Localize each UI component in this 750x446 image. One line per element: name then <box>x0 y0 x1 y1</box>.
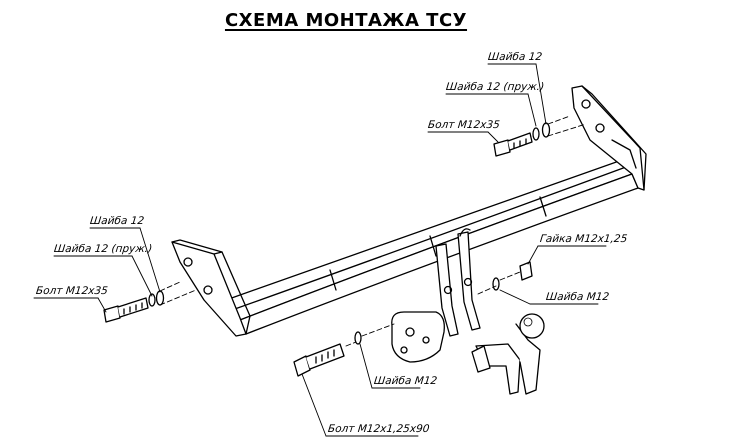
cross-beam <box>225 159 639 335</box>
label-washer-m12-bottom: Шайба М12 <box>373 375 438 387</box>
label-washer-m12-right: Шайба М12 <box>545 291 610 303</box>
label-bolt-m12x35-left: Болт М12х35 <box>35 285 109 297</box>
tow-ball <box>471 313 545 395</box>
left-bracket <box>171 239 251 337</box>
leader-lines <box>33 63 607 437</box>
label-bolt-m12x35-right: Болт М12х35 <box>427 119 501 131</box>
label-spring-washer-left: Шайба 12 (пруж.) <box>53 243 153 255</box>
label-nut-m12x125: Гайка М12х1,25 <box>539 233 628 245</box>
label-spring-washer-right: Шайба 12 (пруж.) <box>445 81 545 93</box>
label-washer-12-left: Шайба 12 <box>89 215 145 227</box>
label-washer-12-right: Шайба 12 <box>487 51 543 63</box>
ball-mount-plates <box>435 228 481 337</box>
right-bracket <box>571 85 647 191</box>
diagram-title: СХЕМА МОНТАЖА ТСУ <box>224 10 468 31</box>
nut-and-washer <box>477 261 533 295</box>
left-fasteners <box>103 281 197 323</box>
flange-plate <box>391 311 445 363</box>
long-bolt <box>293 323 395 377</box>
right-fasteners <box>493 115 587 157</box>
label-bolt-m12x125x90: Болт М12х1,25х90 <box>327 423 431 435</box>
